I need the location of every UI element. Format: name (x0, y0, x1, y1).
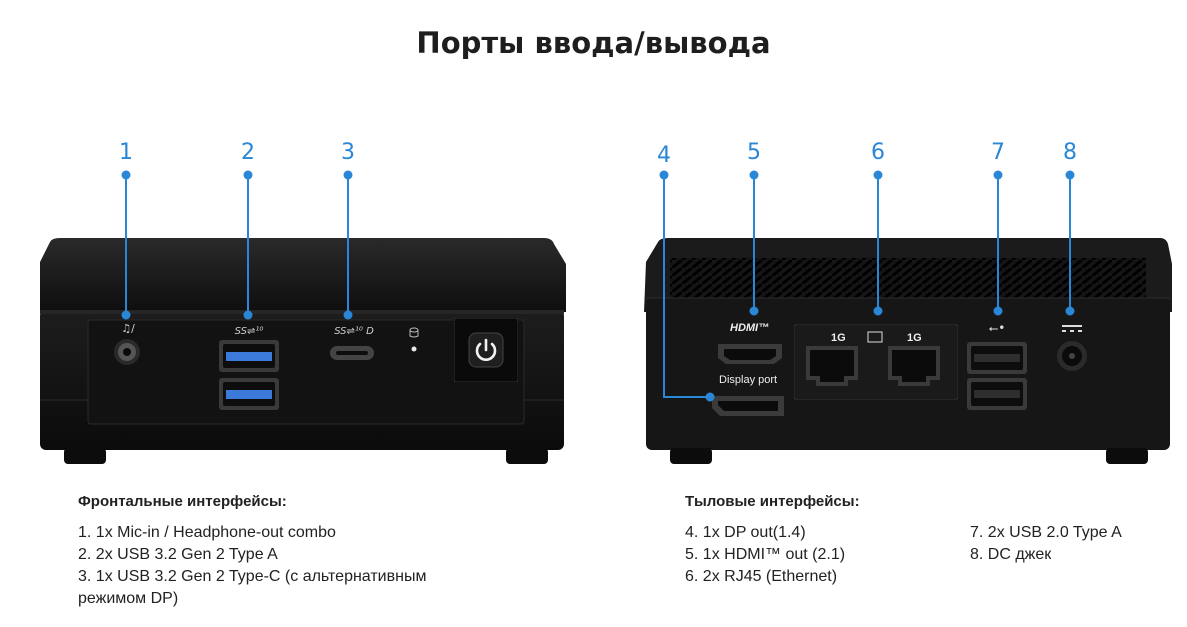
callout-6-dot-bottom (873, 306, 883, 316)
hdmi-label: HDMI™ (730, 322, 770, 334)
front-item-3-continued: режимом DP) (78, 590, 179, 607)
lan1-label: 1G (831, 332, 846, 344)
callout-7-number: 7 (991, 140, 1005, 165)
callout-8-dot-top (1065, 170, 1075, 180)
callout-1-dot-top (121, 170, 131, 180)
dc-jack (1057, 325, 1087, 371)
callout-3-line (347, 175, 349, 315)
callout-8-line (1069, 175, 1071, 311)
callout-2-number: 2 (241, 140, 255, 165)
callout-8-number: 8 (1063, 140, 1077, 165)
hdmi-port (718, 344, 782, 364)
usb-2-rear-ports: ⭠• (967, 321, 1027, 410)
callout-4-dot-top (659, 170, 669, 180)
usb-a-front-ports: SS⇌¹⁰ (219, 326, 279, 410)
callout-5-line (753, 175, 755, 311)
callout-4-line-horizontal (663, 396, 709, 398)
headphone-jack: ♫/ (114, 322, 140, 365)
callout-4-number: 4 (657, 143, 671, 168)
svg-text:SS⇌¹⁰ D: SS⇌¹⁰ D (334, 326, 374, 337)
rear-interfaces-heading: Тыловые интерфейсы: (685, 493, 860, 510)
front-item-2: 2. 2x USB 3.2 Gen 2 Type A (78, 546, 278, 563)
rear-item-8: 8. DC джек (970, 546, 1052, 563)
power-button[interactable] (454, 318, 518, 382)
front-item-1: 1. 1x Mic-in / Headphone-out combo (78, 524, 336, 541)
callout-2-dot-top (243, 170, 253, 180)
callout-5-dot-top (749, 170, 759, 180)
rear-item-6: 6. 2x RJ45 (Ethernet) (685, 568, 838, 585)
hdd-led-icon (409, 327, 419, 352)
callout-3-dot-bottom (343, 310, 353, 320)
callout-4-line (663, 175, 665, 397)
front-item-3: 3. 1x USB 3.2 Gen 2 Type-C (с альтернати… (78, 568, 427, 585)
callout-8-dot-bottom (1065, 306, 1075, 316)
callout-3-dot-top (343, 170, 353, 180)
callout-2-dot-bottom (243, 310, 253, 320)
callout-5-number: 5 (747, 140, 761, 165)
callout-1-number: 1 (119, 140, 133, 165)
rear-item-7: 7. 2x USB 2.0 Type A (970, 524, 1122, 541)
rear-item-4: 4. 1x DP out(1.4) (685, 524, 806, 541)
callout-1-dot-bottom (121, 310, 131, 320)
front-interfaces-heading: Фронтальные интерфейсы: (78, 493, 287, 510)
callout-3-number: 3 (341, 140, 355, 165)
display-port-label: Display port (719, 374, 778, 386)
svg-text:SS⇌¹⁰: SS⇌¹⁰ (235, 326, 264, 337)
callout-1-line (125, 175, 127, 315)
ethernet-ports (794, 324, 958, 400)
callout-5-dot-bottom (749, 306, 759, 316)
callout-6-number: 6 (871, 140, 885, 165)
page-title: Порты ввода/вывода (416, 26, 771, 60)
lan2-label: 1G (907, 332, 922, 344)
callout-2-line (247, 175, 249, 315)
callout-7-dot-bottom (993, 306, 1003, 316)
front-device (40, 238, 566, 464)
callout-6-line (877, 175, 879, 311)
displayport-port (712, 396, 784, 416)
callout-7-dot-top (993, 170, 1003, 180)
svg-text:♫/: ♫/ (121, 322, 135, 335)
svg-text:⭠•: ⭠• (989, 321, 1006, 335)
rear-item-5: 5. 1x HDMI™ out (2.1) (685, 546, 846, 563)
usb-c-front-port: SS⇌¹⁰ D (330, 326, 374, 360)
callout-6-dot-top (873, 170, 883, 180)
callout-7-line (997, 175, 999, 311)
callout-4-dot-bottom (705, 392, 715, 402)
